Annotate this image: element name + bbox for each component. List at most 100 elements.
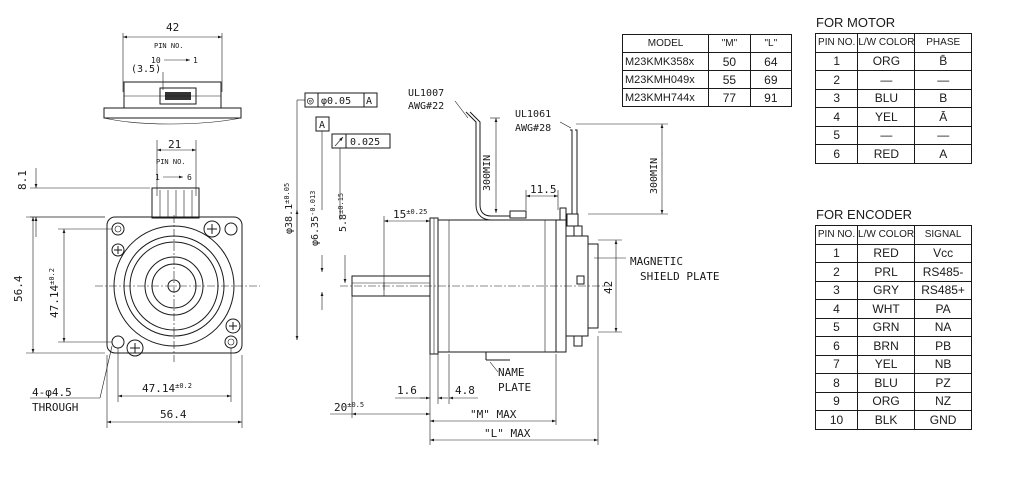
table-row: 5—— — [814, 125, 972, 145]
pin-cell: 1 — [814, 51, 859, 71]
signal-cell: NB — [914, 354, 972, 374]
dim-56-4-h: 56.4 — [160, 408, 187, 421]
pin-cell: 5 — [814, 317, 859, 337]
dim-42-right: 42 — [602, 281, 615, 294]
color-cell: BLU — [857, 88, 916, 108]
l-header: "L" — [749, 34, 793, 53]
signal-cell: PA — [914, 299, 972, 319]
dim-42-top: 42 — [166, 21, 179, 34]
pin-cell: 8 — [814, 373, 859, 393]
dim-8-1: 8.1 — [16, 170, 29, 190]
tol-5-8: ±0.15 — [337, 193, 345, 214]
pin-cell: 2 — [814, 262, 859, 282]
signal-cell: GND — [914, 410, 972, 430]
table-row: M23KMH049x 55 69 — [621, 70, 793, 89]
length-300min-b: 300MIN — [649, 158, 660, 194]
svg-text:φ6.35-0.013: φ6.35-0.013 — [309, 191, 321, 246]
signal-cell: NZ — [914, 391, 972, 411]
color-cell: YEL — [857, 107, 916, 127]
dim-56-4-v: 56.4 — [12, 275, 25, 302]
dim-47-14-h: 47.14 — [142, 382, 175, 395]
color-cell: — — [857, 70, 916, 90]
pin-cell: 4 — [814, 107, 859, 127]
pin-cell: 5 — [814, 125, 859, 145]
dim-6-35: φ6.35 — [310, 216, 321, 246]
pin-cell: 6 — [814, 336, 859, 356]
motor-pin-header: PIN NO. — [814, 33, 859, 53]
dim-35: (3.5) — [131, 64, 161, 75]
color-cell: BLU — [857, 373, 916, 393]
pin-cell: 2 — [814, 70, 859, 90]
model-table: MODEL "M" "L" M23KMK358x 50 64 M23KMH049… — [621, 34, 793, 107]
cable2-spec-b: AWG#28 — [515, 123, 551, 134]
m-max: "M" MAX — [470, 408, 517, 421]
dim-47-14-v: 47.14 — [48, 285, 61, 318]
phase-cell: — — [914, 70, 972, 90]
m-cell: 55 — [708, 70, 751, 89]
cable1-spec-a: UL1007 — [408, 88, 444, 99]
pin-cell: 3 — [814, 88, 859, 108]
tol-15: ±0.25 — [406, 208, 427, 216]
color-cell: BLK — [857, 410, 916, 430]
pin-cell: 1 — [814, 243, 859, 263]
svg-text:5.8±0.15: 5.8±0.15 — [337, 193, 349, 232]
motor-color-header: L/W COLOR — [857, 33, 916, 53]
dim-11-5: 11.5 — [530, 183, 557, 196]
m-header: "M" — [708, 34, 751, 53]
dim-15: 15 — [393, 208, 406, 221]
l-cell: 69 — [749, 70, 793, 89]
pin-mid-1: 1 — [155, 173, 160, 182]
dim-21: 21 — [168, 138, 181, 151]
svg-text:φ38.1±0.05: φ38.1±0.05 — [283, 183, 295, 234]
color-cell: GRY — [857, 280, 916, 300]
front-view: 21 PIN NO. 1 6 8.1 — [12, 138, 260, 428]
table-row: M23KMH744x 77 91 — [621, 88, 793, 107]
svg-text:47.14±0.2: 47.14±0.2 — [48, 268, 61, 318]
pin-mid-6: 6 — [187, 173, 192, 182]
length-300min-a: 300MIN — [482, 155, 493, 191]
svg-text:47.14±0.2: 47.14±0.2 — [142, 382, 192, 395]
pin-cell: 9 — [814, 391, 859, 411]
motor-table-title: FOR MOTOR — [816, 15, 896, 30]
pin-top-10: 10 — [151, 56, 161, 65]
cable1-spec-b: AWG#22 — [408, 101, 444, 112]
tol-20: ±0.5 — [347, 401, 364, 409]
color-cell: RED — [857, 243, 916, 263]
tol-6-35: -0.013 — [309, 191, 317, 216]
concentricity-symbol: ◎ — [307, 94, 314, 107]
concentricity-ref: A — [366, 96, 372, 107]
phase-cell: — — [914, 125, 972, 145]
datum-a: A — [319, 120, 325, 131]
signal-cell: PZ — [914, 373, 972, 393]
cable2-spec-a: UL1061 — [515, 109, 551, 120]
color-cell: — — [857, 125, 916, 145]
model-header: MODEL — [621, 34, 710, 53]
color-cell: YEL — [857, 354, 916, 374]
pin-top-1: 1 — [193, 56, 198, 65]
hole-note-1: 4-φ4.5 — [32, 386, 72, 399]
svg-text:20±0.5: 20±0.5 — [334, 401, 364, 414]
encoder-signal-header: SIGNAL — [914, 225, 972, 245]
signal-cell: PB — [914, 336, 972, 356]
model-cell: M23KMK358x — [621, 52, 710, 71]
side-view: ◎ φ0.05 A A 0.025 φ38.1±0.05 φ6.35-0.013… — [283, 88, 719, 445]
color-cell: ORG — [857, 391, 916, 411]
runout-value: 0.025 — [350, 137, 380, 148]
dim-38-1: φ38.1 — [284, 204, 295, 234]
pin-cell: 3 — [814, 280, 859, 300]
color-cell: ORG — [857, 51, 916, 71]
name-plate-2: PLATE — [498, 381, 531, 394]
